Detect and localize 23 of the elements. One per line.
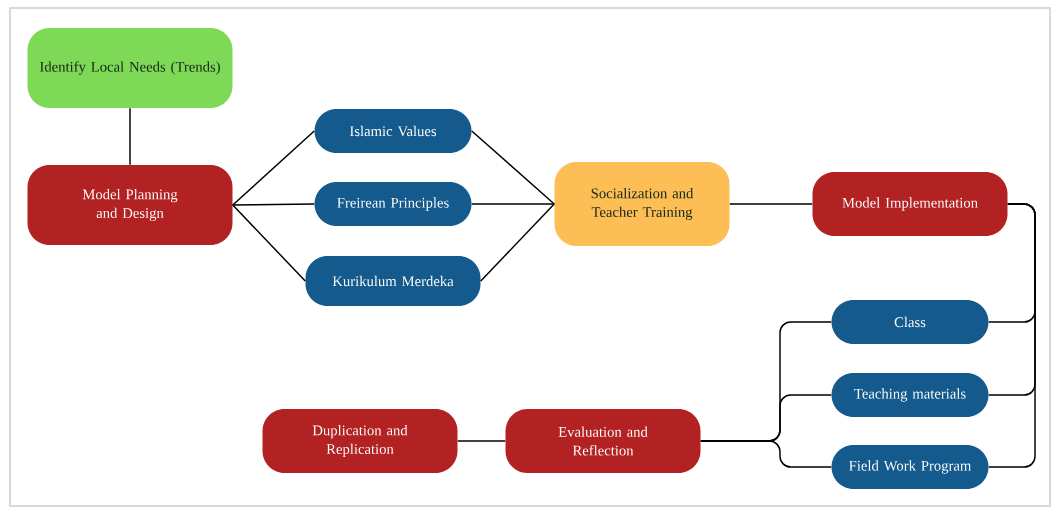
process-box: Kurikulum Merdeka — [305, 256, 481, 306]
connector-line — [700, 440, 832, 468]
process-box: Model Implementation — [812, 172, 1008, 236]
connector-line — [471, 203, 555, 205]
process-box: Evaluation and Reflection — [505, 409, 701, 473]
connector-line — [471, 130, 555, 205]
process-box: Islamic Values — [314, 109, 472, 153]
process-box: Class — [831, 300, 989, 344]
connector-line — [729, 203, 813, 205]
process-box: Socialization and Teacher Training — [554, 162, 730, 246]
connector-line — [457, 440, 506, 442]
connector-line — [232, 130, 315, 206]
process-box: Identify Local Needs (Trends) — [27, 28, 233, 108]
process-box: Field Work Program — [831, 445, 989, 489]
process-box: Teaching materials — [831, 373, 989, 417]
connector-line — [232, 204, 306, 282]
process-box: Freirean Principles — [314, 182, 472, 226]
process-box: Duplication and Replication — [262, 409, 458, 473]
connector-line — [129, 107, 131, 166]
process-box: Model Planning and Design — [27, 165, 233, 245]
connector-line — [988, 203, 1036, 468]
connector-line — [232, 203, 315, 206]
connector-line — [480, 203, 555, 282]
